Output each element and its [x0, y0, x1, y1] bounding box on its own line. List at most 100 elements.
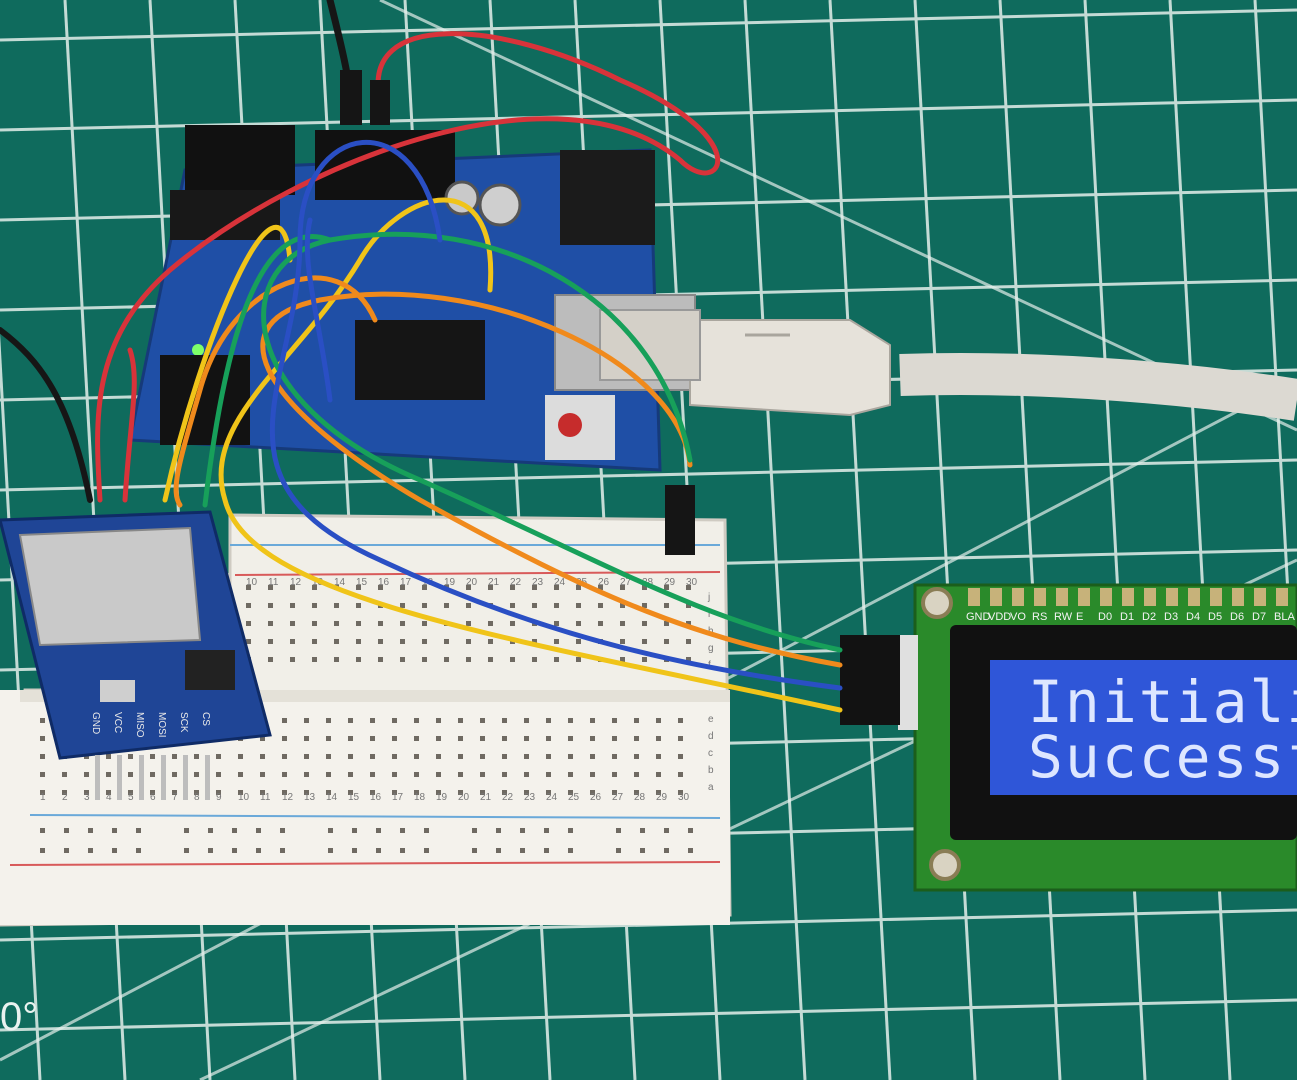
breadboard-row-letter: a [708, 782, 714, 793]
breadboard-column-number: 1 [40, 792, 46, 803]
sd-pin-label: MISO [134, 712, 145, 738]
breadboard-column-number: 22 [502, 792, 514, 803]
breadboard-column-number: 13 [304, 792, 316, 803]
breadboard-column-number: 15 [348, 792, 360, 803]
lcd-pin-label: RS [1032, 611, 1047, 623]
breadboard-column-number: 7 [172, 792, 178, 803]
breadboard-column-number: 21 [480, 792, 492, 803]
lcd-pin-label: D7 [1252, 611, 1266, 623]
wire-black-2 [0, 327, 93, 503]
breadboard-row-letter: d [708, 731, 714, 742]
breadboard-column-number: 26 [598, 577, 610, 588]
breadboard-column-number: 23 [524, 792, 536, 803]
breadboard-column-number: 15 [356, 577, 368, 588]
lcd-pin-label: D4 [1186, 611, 1200, 623]
breadboard-column-number: 9 [216, 792, 222, 803]
wire-blue-2 [304, 217, 333, 403]
breadboard-column-number: 30 [678, 792, 690, 803]
lcd-pin-label: D3 [1164, 611, 1178, 623]
breadboard-column-number: 4 [106, 792, 112, 803]
breadboard-column-number: 18 [414, 792, 426, 803]
breadboard-column-number: 28 [634, 792, 646, 803]
breadboard-column-number: 10 [238, 792, 250, 803]
breadboard-column-number: 20 [458, 792, 470, 803]
breadboard-column-number: 14 [326, 792, 338, 803]
breadboard-column-number: 21 [488, 577, 500, 588]
breadboard-column-number: 29 [664, 577, 676, 588]
wire-yellow-2 [162, 225, 293, 503]
lcd-connector [840, 635, 900, 725]
lcd-pin-label: BLA [1274, 611, 1295, 623]
breadboard-row-letter: i [708, 609, 710, 620]
breadboard-column-number: 25 [568, 792, 580, 803]
breadboard-column-number: 24 [554, 577, 566, 588]
breadboard-column-number: 23 [532, 577, 544, 588]
lcd-pin-label: RW [1054, 611, 1073, 623]
breadboard-column-number: 27 [620, 577, 632, 588]
breadboard-column-number: 12 [282, 792, 294, 803]
lcd-pin-label: D6 [1230, 611, 1244, 623]
breadboard-column-number: 2 [62, 792, 68, 803]
breadboard-row-letter: g [708, 643, 714, 654]
breadboard-column-number: 20 [466, 577, 478, 588]
lcd-pin-label: D1 [1120, 611, 1134, 623]
sd-card-slot [18, 526, 202, 647]
breadboard-column-number: 8 [194, 792, 200, 803]
breadboard-column-number: 17 [400, 577, 412, 588]
capacitor-icon [478, 183, 522, 227]
lcd-pin-label: VO [1010, 611, 1026, 623]
breadboard-column-number: 16 [378, 577, 390, 588]
sd-pin-label: SCK [178, 712, 189, 733]
breadboard-column-number: 11 [260, 792, 271, 803]
sd-pin-label: VCC [112, 712, 123, 733]
wire-red-top [95, 31, 721, 503]
breadboard-column-number: 14 [334, 577, 346, 588]
power-led-icon [192, 344, 204, 356]
breadboard-column-number: 12 [290, 577, 302, 588]
breadboard-row-letter: e [708, 714, 714, 725]
sd-pin-label: GND [90, 712, 101, 734]
breadboard-column-number: 24 [546, 792, 558, 803]
breadboard-column-number: 10 [246, 577, 258, 588]
breadboard-column-number: 22 [510, 577, 522, 588]
lcd-line-2: Successfu [1028, 723, 1297, 791]
sd-card-module: GND VCC MISO MOSI SCK CS [0, 510, 272, 800]
arduino-board [128, 125, 696, 472]
breadboard-column-number: 17 [392, 792, 404, 803]
breadboard-row-letter: c [708, 748, 713, 759]
lcd-pin-label: E [1076, 611, 1083, 623]
sd-pin-label: MOSI [156, 712, 167, 738]
breadboard-column-number: 5 [128, 792, 134, 803]
breadboard-column-number: 6 [150, 792, 156, 803]
lcd-pin-label: D2 [1142, 611, 1156, 623]
lcd-pin-label: GND [966, 611, 991, 623]
mat-angle-label: 0° [0, 995, 38, 1039]
breadboard-column-number: 11 [268, 577, 279, 588]
lcd-pin-label: VDD [988, 611, 1011, 623]
breadboard-column-number: 26 [590, 792, 602, 803]
wire-red-2 [122, 347, 137, 503]
lcd-pin-label: D0 [1098, 611, 1112, 623]
breadboard-row-letter: j [707, 592, 710, 603]
lcd-screen [990, 660, 1297, 795]
lcd-line-1: Initializ [1028, 668, 1297, 736]
usb-cable [599, 309, 1297, 421]
jumper-wires [0, 0, 843, 713]
wire-blue [269, 140, 843, 691]
breadboard-column-number: 19 [444, 577, 456, 588]
breadboard-column-number: 27 [612, 792, 624, 803]
breadboard-row-letter: b [708, 765, 714, 776]
breadboard-column-number: 30 [686, 577, 698, 588]
wire-orange-2 [260, 291, 843, 668]
wire-green [261, 231, 843, 653]
breadboard-column-number: 19 [436, 792, 448, 803]
breadboard-column-number: 29 [656, 792, 668, 803]
breadboard-column-number: 3 [84, 792, 90, 803]
lcd-pin-label: D5 [1208, 611, 1222, 623]
wire-orange [173, 275, 378, 508]
breadboard-column-number: 16 [370, 792, 382, 803]
sd-pin-label: CS [200, 712, 211, 726]
